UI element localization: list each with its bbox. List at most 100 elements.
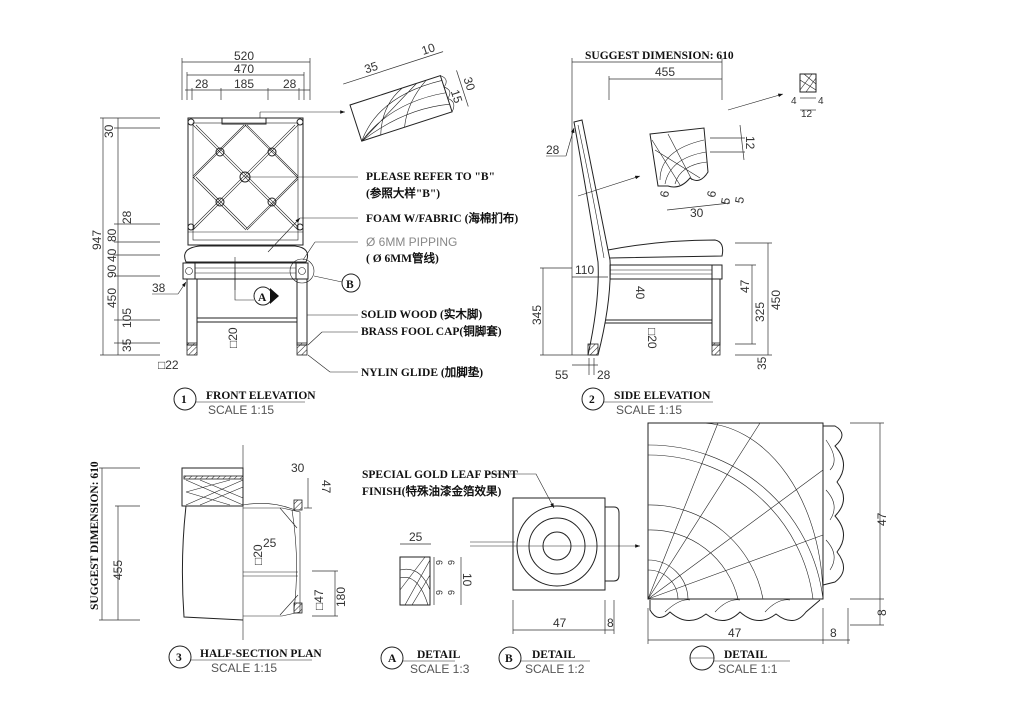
callout-a-label: A bbox=[258, 292, 267, 304]
side-dim-depth: 455 bbox=[655, 65, 675, 79]
detail-a-number-circle bbox=[380, 646, 404, 670]
plan-suggest-dimension: SUGGEST DIMENSION: 610 bbox=[89, 461, 101, 610]
callout-b-label: B bbox=[346, 279, 354, 291]
side-dim-stretcher: □20 bbox=[645, 328, 659, 349]
side-dim-28b: 28 bbox=[597, 368, 611, 382]
dim-post-right: 28 bbox=[283, 77, 297, 91]
note-piping: Ø 6MM PIPPING bbox=[366, 235, 457, 249]
fan-dim-12: 12 bbox=[743, 136, 757, 150]
front-leg-left bbox=[186, 278, 198, 346]
seat-cushion bbox=[184, 245, 309, 263]
fan-dim-30: 30 bbox=[690, 206, 704, 220]
detail-a-dim-6b: 6 bbox=[446, 560, 456, 565]
side-fan-detail: 12 6 30 6 5 5 bbox=[649, 124, 757, 220]
detail-c-block bbox=[647, 422, 824, 600]
view-title: FRONT ELEVATION bbox=[206, 390, 316, 402]
fan-dim-5a: 5 bbox=[718, 196, 733, 205]
side-seat-cushion bbox=[607, 239, 724, 259]
callout-b-marker bbox=[341, 273, 361, 293]
detail-c-scallop-right bbox=[822, 425, 844, 586]
dim-80: 80 bbox=[105, 228, 119, 242]
side-dim-35: 35 bbox=[755, 356, 769, 370]
detail-b-number-circle bbox=[498, 646, 522, 670]
side-view-number-circle bbox=[581, 387, 605, 411]
side-dim-40: 40 bbox=[633, 286, 647, 300]
detail-a-scale: SCALE 1:3 bbox=[410, 662, 470, 676]
plan-dim-47: 47 bbox=[319, 480, 333, 494]
detail-a-dim-6c: 6 bbox=[434, 590, 444, 595]
brass-foot-cap-right bbox=[296, 342, 308, 356]
dim-total-height: 947 bbox=[90, 230, 104, 250]
side-view-number: 2 bbox=[589, 394, 595, 406]
fan-dim-5b: 5 bbox=[732, 195, 747, 204]
side-dim-28: 28 bbox=[546, 143, 560, 157]
dim-width-overall: 520 bbox=[234, 49, 254, 63]
detail-c-title: DETAIL bbox=[724, 649, 768, 661]
dim-35: 35 bbox=[120, 338, 134, 352]
side-dim-345: 345 bbox=[530, 305, 544, 325]
detail-b-scale: SCALE 1:2 bbox=[525, 662, 585, 676]
detail-a-dim-25: 25 bbox=[409, 530, 423, 544]
plan-view-number-circle bbox=[168, 645, 192, 669]
side-front-leg bbox=[711, 278, 721, 346]
side-dim-110: 110 bbox=[575, 263, 594, 277]
diamond-lattice bbox=[192, 124, 299, 231]
half-section-plan: SUGGEST DIMENSION: 610 455 30 47 25 □20 … bbox=[89, 445, 348, 675]
dim-105: 105 bbox=[120, 308, 134, 328]
detail-full-scale: 47 8 47 8 DETAIL SCALE 1:1 bbox=[647, 422, 889, 676]
side-dim-325: 325 bbox=[753, 302, 767, 322]
side-elevation: SUGGEST DIMENSION: 610 455 28 110 40 345… bbox=[530, 50, 824, 417]
side-dim-450: 450 bbox=[769, 290, 783, 310]
plan-view-scale: SCALE 1:15 bbox=[211, 661, 277, 675]
detail-a-number: A bbox=[388, 653, 397, 665]
side-dim-47: 47 bbox=[738, 279, 752, 293]
detail-b-note: SPECIAL GOLD LEAF PSINT bbox=[362, 469, 518, 481]
note-refer-b-cn: (参照大样"B") bbox=[366, 186, 440, 200]
detail-dim-10: 10 bbox=[420, 40, 437, 58]
side-suggest-dimension: SUGGEST DIMENSION: 610 bbox=[585, 50, 734, 62]
detail-c-dim-8-vert: 8 bbox=[875, 609, 889, 616]
detail-c-dim-8-horiz: 8 bbox=[830, 626, 837, 640]
note-nylon-glide: NYLIN GLIDE (加脚垫) bbox=[361, 365, 483, 379]
detail-dim-30: 30 bbox=[461, 75, 479, 92]
detail-a-dim-6d: 6 bbox=[446, 590, 456, 595]
rail-detail-drawing: 35 10 30 15 bbox=[343, 40, 479, 142]
detail-b-dim-47: 47 bbox=[553, 616, 567, 630]
dim-top-rail: 30 bbox=[102, 124, 116, 138]
detail-c-dim-47-width: 47 bbox=[728, 626, 742, 640]
plan-view-title: HALF-SECTION PLAN bbox=[200, 648, 322, 660]
detail-c-dim-47-height: 47 bbox=[875, 512, 889, 526]
detail-a-dim-6a: 6 bbox=[434, 560, 444, 565]
detail-b-block bbox=[512, 497, 606, 591]
dim-40: 40 bbox=[105, 248, 119, 262]
plan-view-number: 3 bbox=[176, 652, 182, 664]
plan-dim-180: 180 bbox=[334, 587, 348, 607]
small-section-block bbox=[799, 73, 817, 93]
lattice-rosettes bbox=[187, 118, 304, 231]
fan-dim-6a: 6 bbox=[657, 189, 672, 198]
note-brass-cap: BRASS FOOL CAP(铜脚套) bbox=[361, 324, 502, 338]
dim-lattice-width: 185 bbox=[234, 77, 254, 91]
detail-dim-15: 15 bbox=[448, 88, 466, 105]
detail-a: 25 6 6 10 6 6 A DETAIL SCALE 1:3 bbox=[380, 530, 474, 676]
top-rail-ornament bbox=[221, 117, 267, 125]
seat-apron bbox=[182, 262, 309, 280]
small-dim-4a: 4 bbox=[791, 96, 797, 107]
dim-38: 38 bbox=[152, 281, 166, 295]
note-foam-fabric: FOAM W/FABRIC (海棉扪布) bbox=[366, 211, 518, 225]
side-apron bbox=[609, 264, 723, 280]
dim-28: 28 bbox=[120, 210, 134, 224]
plan-dim-455: 455 bbox=[111, 560, 125, 580]
detail-b-number: B bbox=[505, 653, 513, 665]
note-refer-b: PLEASE REFER TO "B" bbox=[366, 171, 495, 183]
side-dim-55: 55 bbox=[555, 368, 569, 382]
dim-post-left: 28 bbox=[195, 77, 209, 91]
rear-post bbox=[573, 119, 611, 356]
dim-width-inner: 470 bbox=[234, 62, 254, 76]
detail-b: SPECIAL GOLD LEAF PSINT FINISH(特殊油漆金箔效果)… bbox=[362, 469, 640, 676]
detail-c-scale: SCALE 1:1 bbox=[718, 662, 778, 676]
detail-b-title: DETAIL bbox=[532, 649, 576, 661]
brass-foot-cap-left bbox=[186, 342, 198, 356]
side-view-scale: SCALE 1:15 bbox=[616, 403, 682, 417]
